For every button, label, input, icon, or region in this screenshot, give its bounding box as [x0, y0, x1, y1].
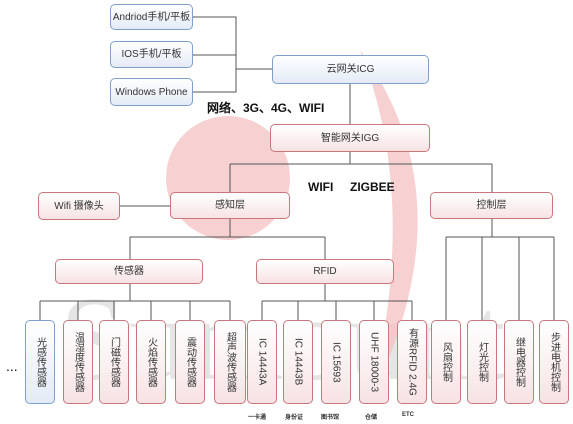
sensor-vibration: 震动传感器 [175, 320, 205, 404]
wifi-camera: Wifi 摄像头 [38, 192, 120, 220]
device-ios: IOS手机/平板 [110, 41, 193, 68]
rfid-14443a: IC 14443A [247, 320, 277, 404]
rfid-node: RFID [256, 259, 394, 284]
rfid-note-card: 一卡通 [248, 415, 267, 421]
rfid-active-24g: 有源RFID 2.4G [397, 320, 427, 404]
network-label: 网络、3G、4G、WIFI [207, 101, 325, 115]
rfid-note-id: 身份证 [285, 415, 304, 421]
sensing-layer: 感知层 [170, 192, 290, 219]
sensor-node: 传感器 [55, 259, 203, 284]
ellipsis: ... [6, 358, 18, 374]
rfid-14443b: IC 14443B [283, 320, 313, 404]
sensor-ultrasonic: 超声波传感器 [214, 320, 246, 404]
wireless-label: WIFI ZIGBEE [308, 180, 395, 194]
rfid-note-etc: ETC [402, 412, 414, 418]
control-layer: 控制层 [430, 192, 553, 219]
control-relay: 继电器控制 [504, 320, 534, 404]
sensor-flame: 火焰传感器 [136, 320, 166, 404]
sensor-temp-humidity: 温湿度传感器 [63, 320, 93, 404]
cloud-gateway: 云网关ICG [272, 55, 429, 84]
rfid-note-library: 图书馆 [321, 415, 340, 421]
sensor-door: 门磁传感器 [99, 320, 129, 404]
device-android: Andriod手机/平板 [110, 4, 193, 30]
rfid-15693: IC 15693 [321, 320, 351, 404]
rfid-uhf: UHF 18000-3 [359, 320, 389, 404]
smart-gateway: 智能网关IGG [270, 124, 430, 152]
control-light: 灯光控制 [467, 320, 497, 404]
device-windows-phone: Windows Phone [110, 78, 193, 106]
sensor-light: 光感传感器 [25, 320, 55, 404]
rfid-note-storage: 仓储 [365, 415, 378, 421]
control-fan: 风扇控制 [431, 320, 461, 404]
control-stepper-motor: 步进电机控制 [539, 320, 569, 404]
